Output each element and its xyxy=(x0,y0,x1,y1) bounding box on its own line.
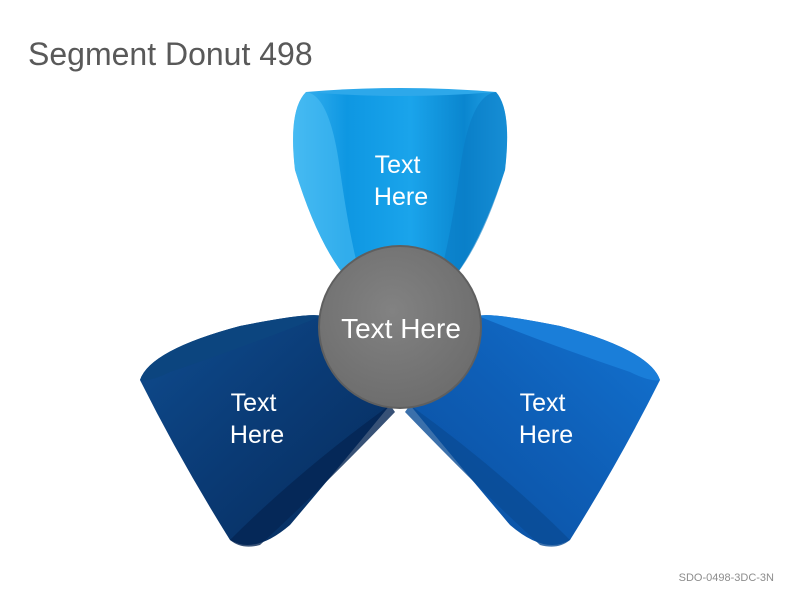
segment-top-label: Text Here xyxy=(374,151,428,211)
segment-top xyxy=(293,88,508,280)
slide-code: SDO-0498-3DC-3N xyxy=(678,572,774,584)
center-label: Text Here xyxy=(341,313,461,344)
center-hub xyxy=(318,245,482,409)
segment-bottom-right xyxy=(405,315,660,547)
segment-bottom-left xyxy=(140,315,395,547)
segment-bottom-left-label: Text Here xyxy=(230,389,284,449)
page-title: Segment Donut 498 xyxy=(28,36,313,72)
segment-bottom-right-label: Text Here xyxy=(519,389,573,449)
